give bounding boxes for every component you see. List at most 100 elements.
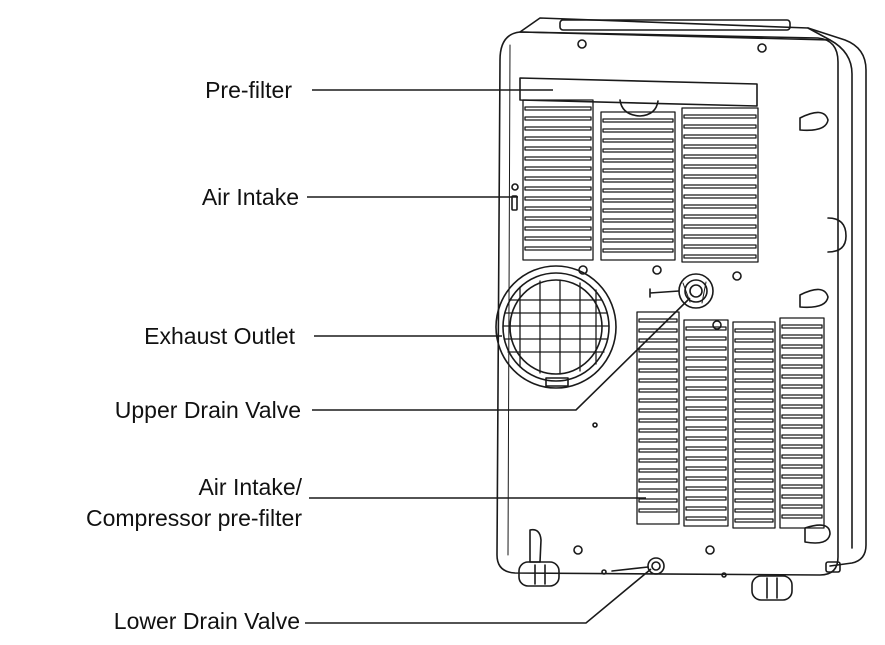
lower-grille-left: [636, 311, 680, 525]
louver-slat: [524, 236, 592, 241]
louver-slat: [683, 174, 757, 179]
pre-filter-tab: [619, 99, 659, 117]
louver-slat: [781, 464, 823, 469]
louver-slat: [683, 164, 757, 169]
louver-slat: [734, 338, 774, 343]
louver-slat: [524, 116, 592, 121]
screw: [732, 271, 742, 281]
louver-slat: [734, 358, 774, 363]
louver-slat: [781, 474, 823, 479]
louver-slat: [734, 448, 774, 453]
louver-slat: [781, 494, 823, 499]
upper-grille-left: [522, 99, 594, 261]
pre-filter-bar: [519, 77, 758, 107]
louver-slat: [524, 206, 592, 211]
louver-slat: [638, 508, 678, 513]
louver-slat: [638, 388, 678, 393]
louver-slat: [524, 176, 592, 181]
louver-slat: [638, 428, 678, 433]
louver-slat: [683, 224, 757, 229]
louver-slat: [685, 356, 727, 361]
louver-slat: [781, 384, 823, 389]
upper-drain-valve: [649, 273, 714, 309]
unit-side-inner: [829, 39, 853, 549]
front-right-wheel: [751, 575, 793, 601]
unit-side-panel: [807, 27, 867, 567]
louver-slat: [524, 106, 592, 111]
louver-slat: [638, 438, 678, 443]
lower-grille-right: [732, 321, 776, 529]
louver-slat: [638, 318, 678, 323]
louver-slat: [524, 156, 592, 161]
louver-slat: [683, 144, 757, 149]
louver-grilles: [522, 99, 825, 529]
louver-slat: [638, 368, 678, 373]
louver-slat: [683, 204, 757, 209]
louver-slat: [683, 114, 757, 119]
label-upper-drain-valve: Upper Drain Valve: [114, 397, 301, 423]
louver-slat: [638, 408, 678, 413]
louver-slat: [734, 398, 774, 403]
side-bump: [827, 217, 847, 253]
louver-slat: [734, 368, 774, 373]
louver-slat: [638, 448, 678, 453]
screw: [573, 545, 583, 555]
louver-slat: [685, 446, 727, 451]
louver-slat: [602, 188, 674, 193]
louver-slat: [683, 194, 757, 199]
unit-top-rim: [519, 17, 831, 41]
upper-grille-middle: [600, 111, 676, 261]
louver-slat: [683, 214, 757, 219]
louver-slat: [602, 228, 674, 233]
louver-slat: [685, 386, 727, 391]
louver-slat: [683, 134, 757, 139]
louver-slat: [685, 346, 727, 351]
louver-slat: [524, 126, 592, 131]
louver-slat: [685, 506, 727, 511]
label-air-intake: Air Intake: [201, 184, 299, 210]
louver-slat: [781, 334, 823, 339]
screw: [757, 43, 767, 53]
front-left-wheel: [518, 528, 560, 587]
screw: [577, 39, 587, 49]
upper-grille-right: [681, 107, 759, 263]
side-bump: [799, 111, 829, 132]
louver-slat: [602, 208, 674, 213]
louver-slat: [602, 138, 674, 143]
louver-slat: [638, 338, 678, 343]
louver-slat: [685, 336, 727, 341]
louver-slat: [781, 394, 823, 399]
side-bump: [804, 524, 831, 544]
label-pre-filter: Pre-filter: [205, 77, 292, 103]
louver-slat: [524, 226, 592, 231]
louver-slat: [638, 478, 678, 483]
side-switch: [511, 195, 518, 211]
louver-slat: [734, 498, 774, 503]
screw: [705, 545, 715, 555]
louver-slat: [781, 454, 823, 459]
louver-slat: [638, 358, 678, 363]
side-bump: [799, 288, 829, 309]
leader-lower-drain-valve: [305, 568, 652, 624]
louver-slat: [781, 364, 823, 369]
louver-slat: [638, 498, 678, 503]
label-air-intake-lower-line1: Air Intake/: [198, 474, 302, 500]
louver-slat: [685, 476, 727, 481]
louver-slat: [602, 118, 674, 123]
louver-slat: [524, 146, 592, 151]
louver-slat: [685, 496, 727, 501]
exhaust-outlet: [495, 265, 617, 389]
louver-slat: [638, 418, 678, 423]
louver-slat: [734, 508, 774, 513]
louver-slat: [602, 148, 674, 153]
leader-upper-drain-valve: [312, 297, 691, 411]
louver-slat: [685, 396, 727, 401]
louver-slat: [781, 504, 823, 509]
louver-slat: [781, 354, 823, 359]
louver-slat: [524, 166, 592, 171]
louver-slat: [734, 428, 774, 433]
louver-slat: [781, 424, 823, 429]
label-lower-drain-valve: Lower Drain Valve: [113, 608, 300, 634]
